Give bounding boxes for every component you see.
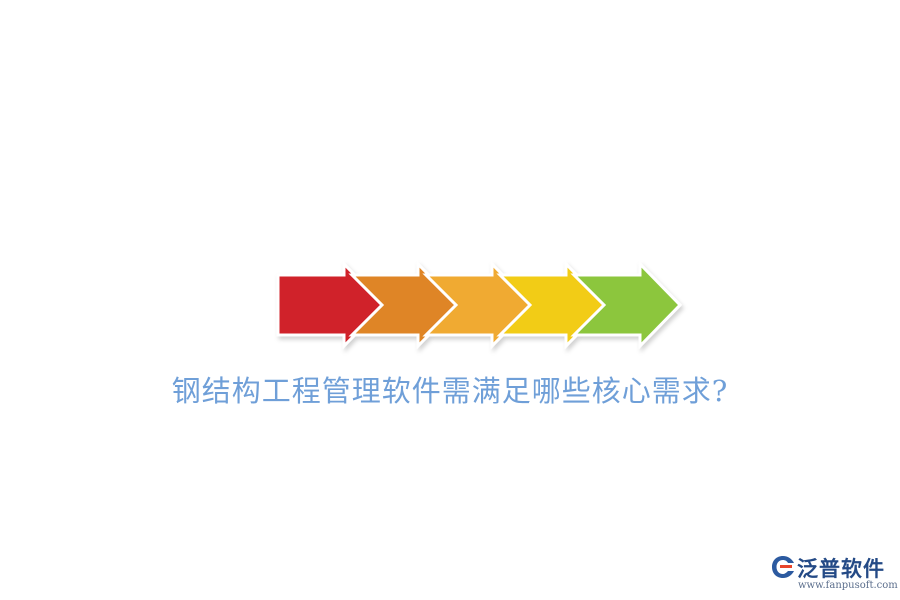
process-arrows (276, 260, 683, 350)
arrow-step-4 (496, 260, 609, 350)
arrow-step-2 (348, 260, 461, 350)
arrow-step-5 (570, 260, 683, 350)
arrow-step-3 (422, 260, 535, 350)
brand-name: 泛普软件 (797, 557, 885, 581)
brand-url: www.fanpusoft.com (798, 580, 898, 591)
fanpu-logo-icon (772, 556, 794, 578)
headline: 钢结构工程管理软件需满足哪些核心需求? (171, 374, 729, 408)
brand-logo-block: 泛普软件 www.fanpusoft.com (770, 552, 898, 596)
